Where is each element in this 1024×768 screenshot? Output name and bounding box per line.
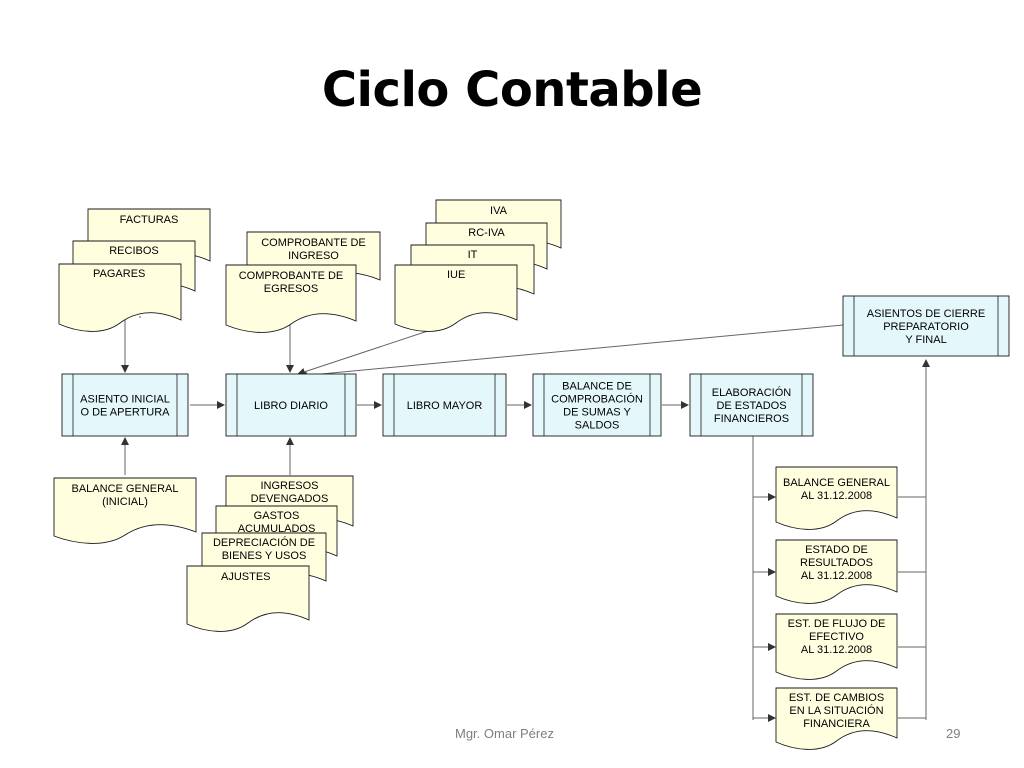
iue-document: IUE	[394, 264, 518, 332]
libro-diario-box: LIBRO DIARIO	[225, 373, 357, 437]
pagares-document: PAGARES	[58, 263, 182, 332]
pagares-label: PAGARES	[93, 268, 145, 280]
libro-diario-label: LIBRO DIARIO	[254, 400, 328, 412]
ajustes-label: AJUSTES	[221, 571, 271, 583]
recibos-label: RECIBOS	[109, 245, 159, 257]
balance-general-inicial-label: BALANCE GENERAL(INICIAL)	[72, 483, 179, 508]
iva-label: IVA	[490, 205, 508, 217]
libro-mayor-box: LIBRO MAYOR	[382, 373, 507, 437]
libro-mayor-label: LIBRO MAYOR	[407, 400, 483, 412]
page-number: 29	[946, 726, 961, 741]
footer-author: Mgr. Omar Pérez	[455, 726, 554, 741]
ajustes-document: AJUSTES	[186, 565, 310, 632]
facturas-label: FACTURAS	[120, 214, 179, 226]
page-title: Ciclo Contable	[321, 62, 703, 118]
connectors	[121, 310, 930, 722]
it-label: IT	[468, 249, 478, 261]
rc-iva-label: RC-IVA	[468, 227, 505, 239]
arrow-asientos-cierre-to-libro-diario	[299, 324, 844, 380]
iue-label: IUE	[447, 269, 465, 281]
balance-general-inicial-document: BALANCE GENERAL(INICIAL)	[53, 477, 197, 544]
